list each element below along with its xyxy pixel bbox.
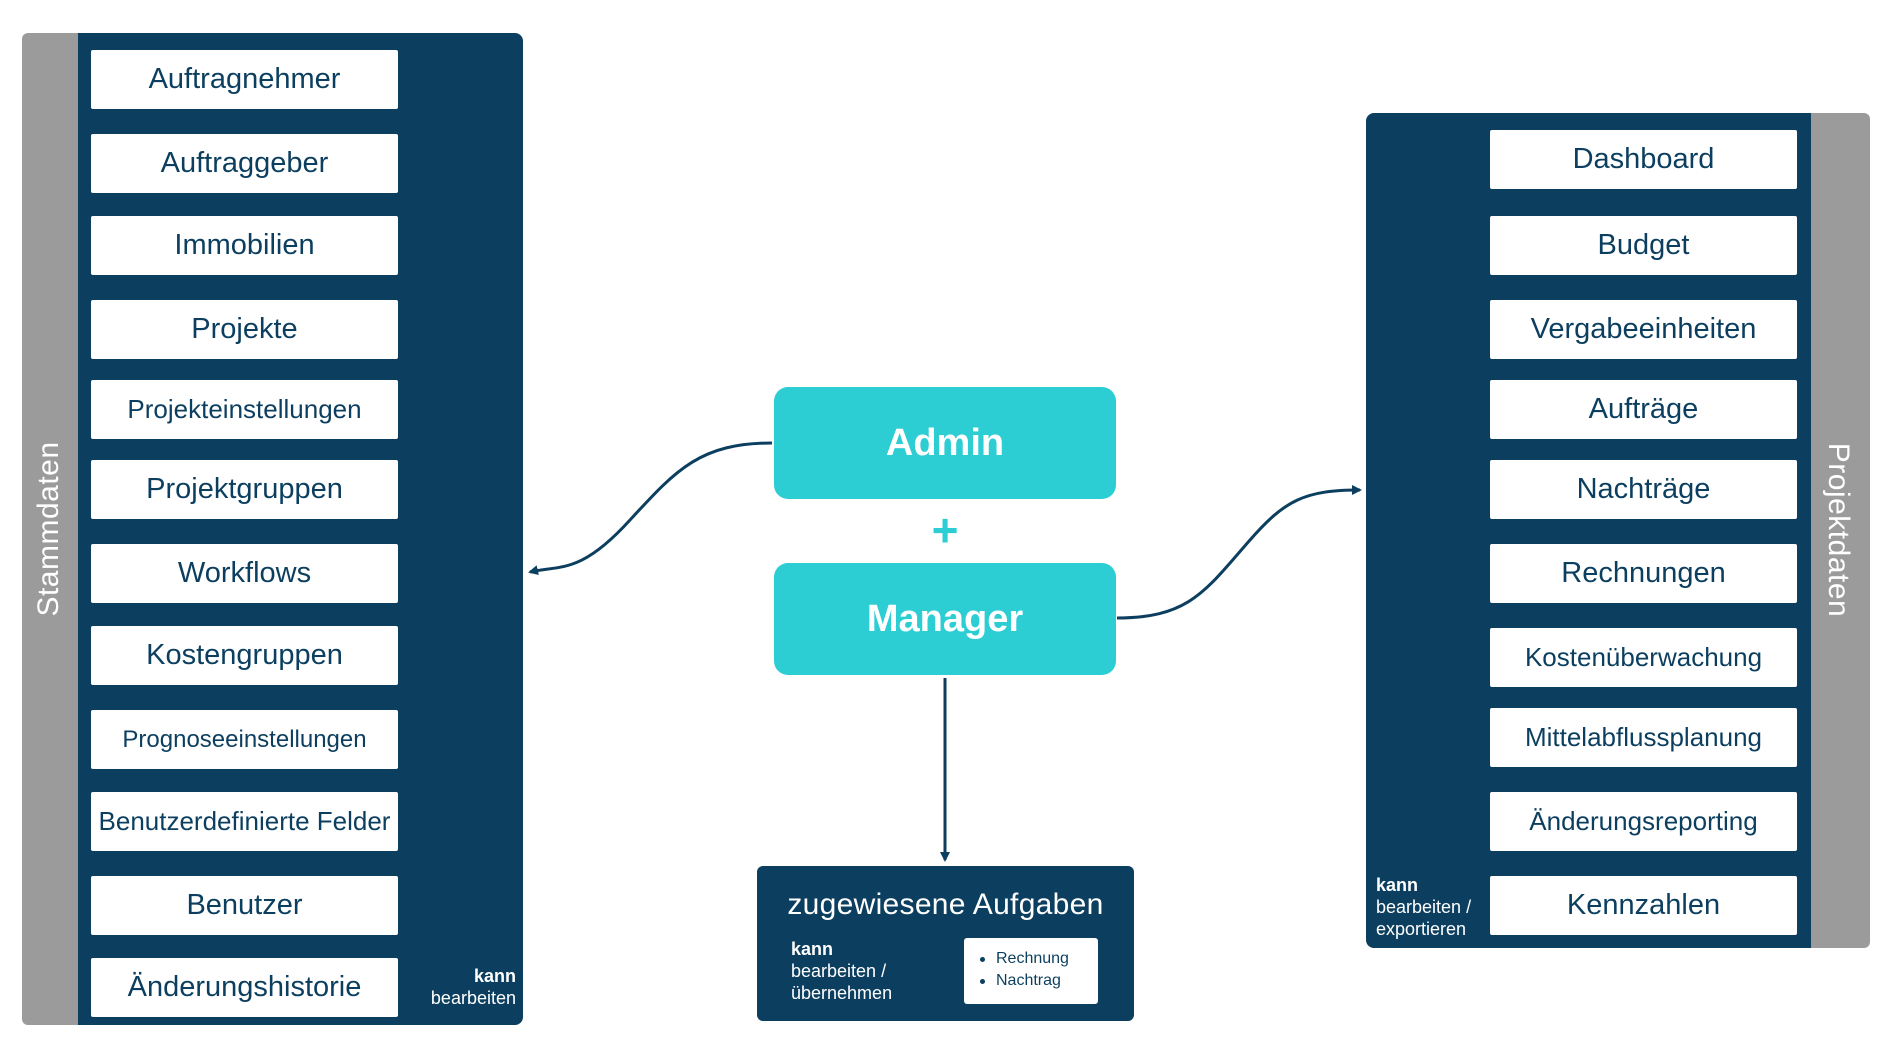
projektdaten-item-auftraege: Aufträge bbox=[1490, 380, 1797, 439]
stammdaten-panel bbox=[78, 33, 523, 1025]
assigned-tasks-list-box: Rechnung Nachtrag bbox=[964, 938, 1098, 1004]
projektdaten-item-kennzahlen: Kennzahlen bbox=[1490, 876, 1797, 935]
projektdaten-item-vergabeeinheiten: Vergabeeinheiten bbox=[1490, 300, 1797, 359]
projektdaten-caption-line2: exportieren bbox=[1376, 919, 1467, 939]
arrow-admin-to-stammdaten bbox=[528, 441, 773, 576]
projektdaten-item-nachtraege: Nachträge bbox=[1490, 460, 1797, 519]
assigned-tasks-caption-bold: kann bbox=[791, 939, 834, 959]
projektdaten-caption-line1: bearbeiten / bbox=[1376, 897, 1472, 917]
projektdaten-item-aenderungsreporting: Änderungsreporting bbox=[1490, 792, 1797, 851]
assigned-tasks-box: zugewiesene Aufgaben kann bearbeiten / ü… bbox=[757, 866, 1134, 1021]
projektdaten-item-kostenueberwachung: Kostenüberwachung bbox=[1490, 628, 1797, 687]
stammdaten-item-workflows: Workflows bbox=[91, 544, 398, 603]
projektdaten-item-dashboard: Dashboard bbox=[1490, 130, 1797, 189]
stammdaten-caption-text: bearbeiten bbox=[430, 988, 516, 1008]
projektdaten-item-rechnungen: Rechnungen bbox=[1490, 544, 1797, 603]
stammdaten-item-immobilien: Immobilien bbox=[91, 216, 398, 275]
stammdaten-item-projekte: Projekte bbox=[91, 300, 398, 359]
stammdaten-item-aenderungshistorie: Änderungshistorie bbox=[91, 958, 398, 1017]
stammdaten-caption-bold: kann bbox=[473, 966, 516, 986]
projektdaten-item-mittelabflussplanung: Mittelabflussplanung bbox=[1490, 708, 1797, 767]
assigned-tasks-caption: kann bearbeiten / übernehmen bbox=[791, 938, 892, 1004]
assigned-task-rechnung: Rechnung bbox=[980, 948, 1098, 970]
stammdaten-item-prognoseeinstellungen: Prognoseeinstellungen bbox=[91, 710, 398, 769]
stammdaten-item-auftragnehmer: Auftragnehmer bbox=[91, 50, 398, 109]
assigned-task-nachtrag: Nachtrag bbox=[980, 970, 1098, 992]
arrow-manager-to-projektdaten bbox=[1116, 485, 1362, 620]
stammdaten-item-benutzer: Benutzer bbox=[91, 876, 398, 935]
assigned-tasks-caption-line2: übernehmen bbox=[791, 983, 893, 1003]
stammdaten-item-kostengruppen: Kostengruppen bbox=[91, 626, 398, 685]
stammdaten-item-projekteinstellungen: Projekteinstellungen bbox=[91, 380, 398, 439]
role-manager: Manager bbox=[774, 563, 1116, 675]
stammdaten-caption: kann bearbeiten bbox=[400, 965, 516, 1009]
stammdaten-item-projektgruppen: Projektgruppen bbox=[91, 460, 398, 519]
stammdaten-item-benutzerdefinierte-felder: Benutzerdefinierte Felder bbox=[91, 792, 398, 851]
projektdaten-caption-bold: kann bbox=[1376, 875, 1419, 895]
projektdaten-caption: kann bearbeiten / exportieren bbox=[1376, 874, 1471, 940]
projektdaten-item-budget: Budget bbox=[1490, 216, 1797, 275]
stammdaten-item-auftraggeber: Auftraggeber bbox=[91, 134, 398, 193]
assigned-tasks-caption-line1: bearbeiten / bbox=[791, 961, 887, 981]
assigned-tasks-title: zugewiesene Aufgaben bbox=[787, 888, 1104, 921]
role-admin: Admin bbox=[774, 387, 1116, 499]
plus-icon: + bbox=[931, 504, 959, 556]
assigned-tasks-list: Rechnung Nachtrag bbox=[964, 938, 1098, 992]
